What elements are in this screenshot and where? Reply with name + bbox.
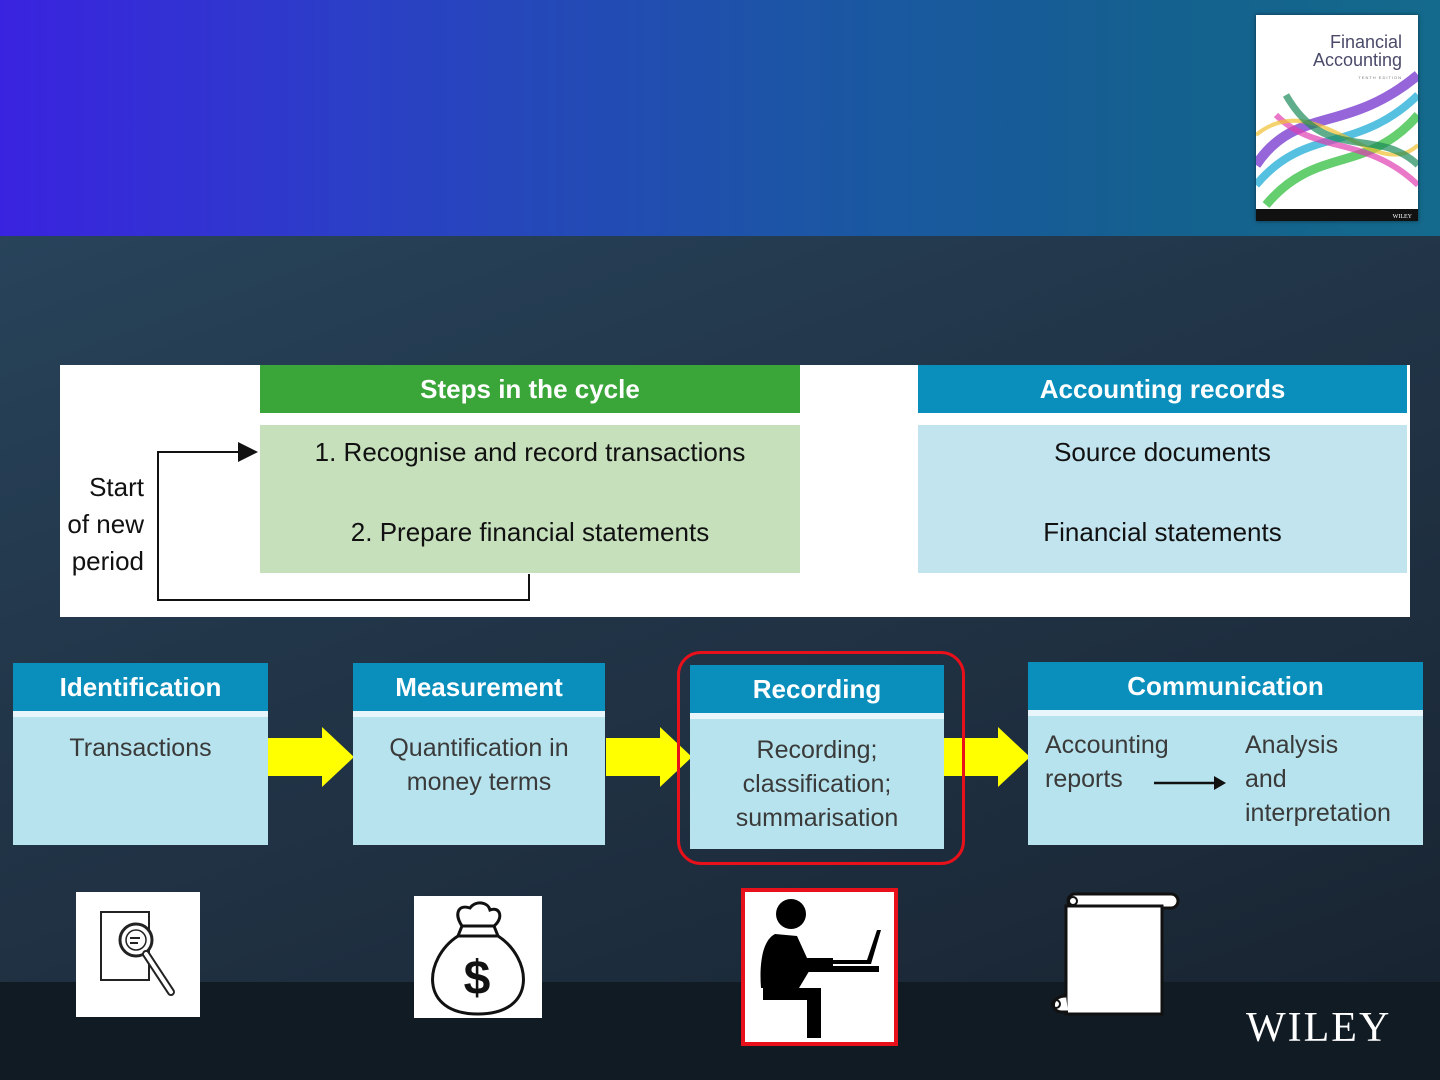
communication-arrow [1154,776,1226,790]
cycle-loop-arrow [157,442,530,601]
stage-measurement: Measurement Quantification in money term… [353,663,605,845]
footer-band [0,982,1440,1080]
accounting-cycle-diagram: Start of new period Steps in the cycle 1… [60,365,1410,617]
person-at-computer-icon [741,888,898,1046]
recording-highlight-ring [677,651,965,865]
svg-text:$: $ [464,952,491,1005]
stage-measurement-title: Measurement [353,663,605,717]
document-search-icon [76,892,200,1017]
stage-recording: Recording Recording; classification; sum… [690,665,944,849]
records-header: Accounting records [918,365,1407,413]
stage-recording-title: Recording [690,665,944,719]
stage-measurement-text: Quantification in money terms [389,734,569,796]
scroll-icon [1048,888,1184,1018]
communication-accounting-reports: Accounting reports [1045,731,1169,793]
book-cover-swirl [1256,71,1418,208]
step-2: 2. Prepare financial statements [350,517,710,547]
book-edition: TENTH EDITION [1358,75,1402,80]
book-bottom-bar: WILEY [1256,209,1418,221]
stage-communication-title: Communication [1028,662,1423,716]
step-1: 1. Recognise and record transactions [314,437,746,467]
records-body: Source documents Financial statements [918,425,1407,573]
wiley-logo: WILEY [1246,1005,1392,1051]
book-publisher: WILEY [1392,214,1412,220]
steps-body: 1. Recognise and record transactions 2. … [260,425,800,573]
stage-identification-title: Identification [13,663,268,717]
record-source-documents: Source documents [1054,437,1271,467]
record-financial-statements: Financial statements [1043,517,1282,547]
stage-communication: Communication Accounting reports Analysi… [1028,662,1423,845]
arrow-identification-to-measurement [268,727,354,787]
header-band [0,0,1440,236]
stage-recording-text: Recording; classification; summarisation [735,736,899,832]
book-title: Financial Accounting [1312,32,1402,70]
steps-header: Steps in the cycle [260,365,800,413]
communication-analysis: Analysis and interpretation [1245,731,1391,827]
stage-identification: Identification Transactions [13,663,268,845]
stage-identification-text: Transactions [69,734,212,762]
money-bag-icon: $ [414,896,542,1018]
start-of-new-period-label: Start of new period [67,472,144,576]
book-cover-image: Financial Accounting TENTH EDITION WILEY [1256,15,1418,221]
